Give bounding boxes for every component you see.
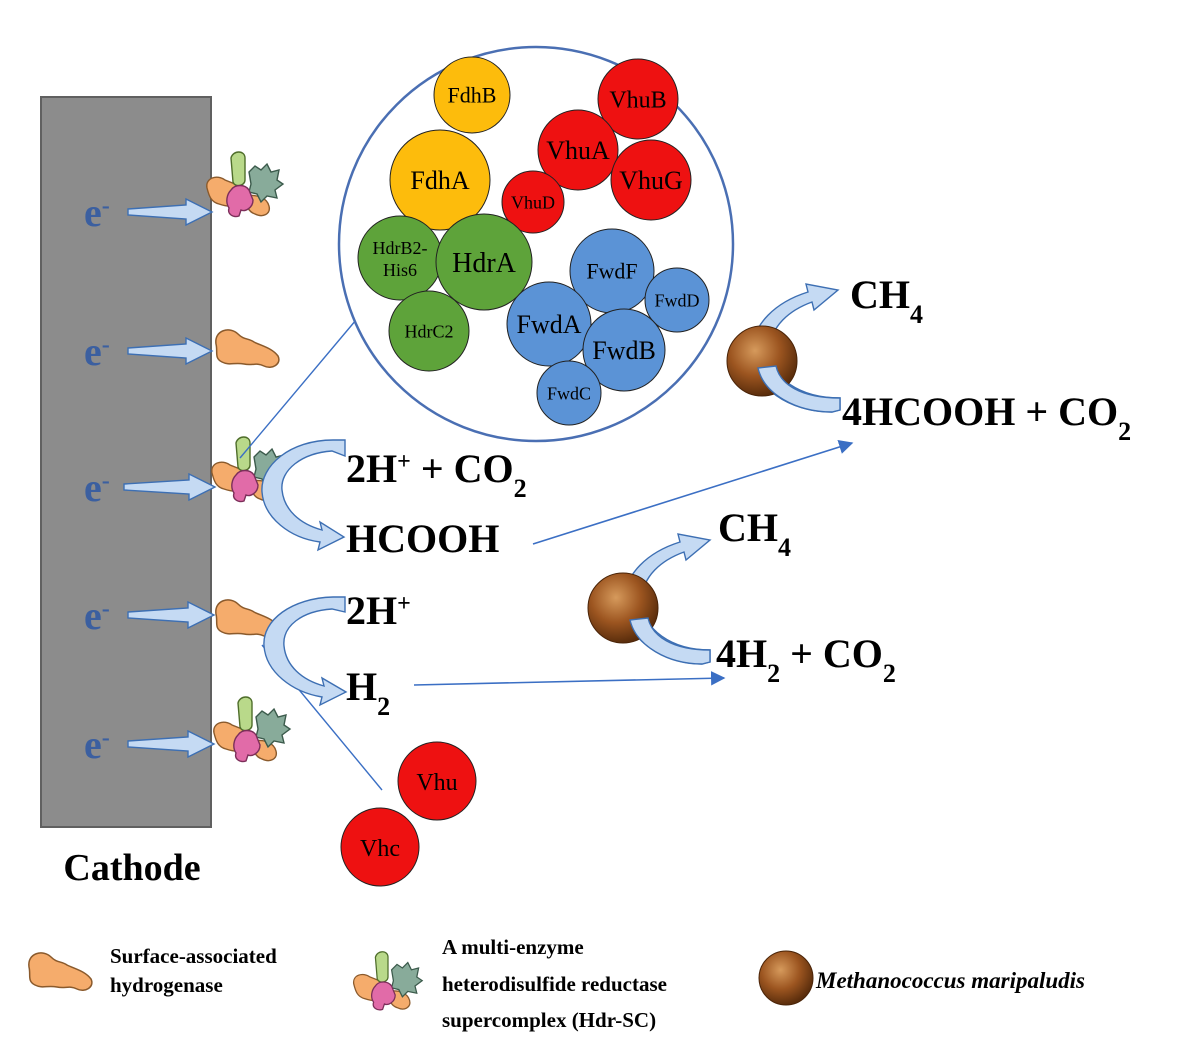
subunit-hdra-circle (435, 213, 533, 311)
formate-curved-arrow (261, 439, 346, 552)
subunit-vhug-label: VhuG (619, 166, 683, 195)
legend-hydrogenase-line1: Surface-associated (110, 944, 277, 968)
cathode-label: Cathode (63, 847, 200, 889)
subunit-vhug-circle (610, 139, 692, 221)
formate-transfer-arrow (532, 440, 854, 545)
subunit-fwda-circle (506, 281, 592, 367)
vhu-label: Vhu (416, 770, 457, 796)
electron-label: e- (84, 722, 110, 767)
legend-hydrogenase-line2: hydrogenase (110, 973, 223, 997)
subunit-fwdd-circle (644, 267, 710, 333)
legend-methanococcus-icon (758, 950, 814, 1006)
subunit-hdrc2-label: HdrC2 (405, 321, 454, 341)
hdrsc-complex-icon (213, 696, 291, 763)
electron-flow-arrow (127, 729, 216, 759)
legend-hdrsc-line3: supercomplex (Hdr-SC) (442, 1008, 656, 1032)
subunit-vhua-circle (537, 109, 619, 191)
subunit-fwdd-label: FwdD (654, 290, 699, 310)
subunit-vhud-circle (501, 170, 565, 234)
zoom-line-complex (239, 319, 357, 459)
ch4-lower-text: CH4 (718, 505, 791, 562)
formate-substrate-text: 2H+ + CO2 (346, 446, 527, 503)
ch4-upper-text: CH4 (850, 272, 923, 329)
electron-label: e- (84, 593, 110, 638)
hdrsc-complex-icon (206, 151, 284, 218)
electron-label: e- (84, 190, 110, 235)
electron-flow-arrow (127, 197, 214, 227)
legend-hdrsc-icon (352, 951, 423, 1011)
electron-arrows: e-e-e-e-e- (84, 190, 217, 767)
h2-transfer-arrow (413, 671, 726, 686)
electron-flow-arrow (127, 600, 216, 630)
subunit-vhub-label: VhuB (609, 87, 666, 113)
subunit-fdhb-label: FdhB (448, 83, 497, 108)
subunit-fdhb-circle (433, 56, 511, 134)
legend-hdrsc-line2: heterodisulfide reductase (442, 972, 667, 996)
electron-label: e- (84, 465, 110, 510)
subunit-hdra-label: HdrA (452, 248, 517, 279)
hydrogenase-icon (215, 329, 280, 369)
electron-flow-arrow (127, 336, 214, 366)
legend-hydrogenase-icon (28, 952, 93, 992)
subunit-fwdc-label: FwdC (547, 383, 591, 403)
formate-methane-substrate-text: 4HCOOH + CO2 (842, 389, 1131, 446)
subunit-vhua-label: VhuA (546, 136, 610, 165)
subunit-hdrb2-circle (357, 215, 443, 301)
electron-label: e- (84, 329, 110, 374)
subunit-vhud-label: VhuD (511, 192, 555, 212)
subunit-group: FdhB FdhA VhuB VhuA VhuG VhuD HdrB2-His6 HdrA Hd… (357, 56, 710, 426)
subunit-fwda-label: FwdA (516, 310, 581, 339)
subunit-fwdc-circle (536, 360, 602, 426)
subunit-vhub-circle (597, 58, 679, 140)
subunit-fdha-circle (389, 129, 491, 231)
subunit-fdha-label: FdhA (410, 166, 469, 195)
formate-product-text: HCOOH (346, 516, 499, 561)
vhc-label: Vhc (360, 836, 400, 862)
methanogen-arrow-lower-front (629, 617, 711, 665)
electron-flow-arrow (123, 472, 217, 502)
subunit-fwdb-circle (582, 308, 666, 392)
legend-hdrsc-line1: A multi-enzyme (442, 935, 584, 959)
vhu-circle (397, 741, 477, 821)
subunit-hdrb2-label: HdrB2-His6 (373, 238, 428, 280)
h2-methane-substrate-text: 4H2 + CO2 (716, 631, 896, 688)
subunit-fwdf-label: FwdF (586, 259, 637, 284)
methanogen-arrow-upper-front (757, 365, 841, 413)
h2-curved-arrow (263, 596, 348, 707)
h2-product-text: H2 (346, 664, 390, 721)
vhc-circle (340, 807, 420, 887)
subunit-fwdb-label: FwdB (592, 336, 656, 365)
h2-substrate-text: 2H+ (346, 588, 411, 633)
subunit-hdrc2-circle (388, 290, 470, 372)
legend-organism-label: Methanococcus maripaludis (815, 968, 1085, 993)
